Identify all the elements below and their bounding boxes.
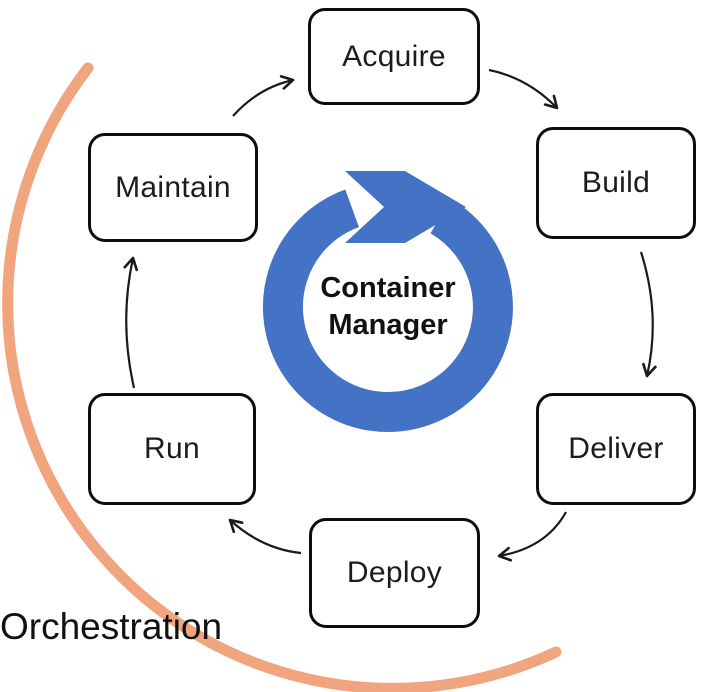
orchestration-arc [2,62,562,692]
node-build-label: Build [581,166,651,199]
center-label-line1: Container [320,272,456,304]
node-run-label: Run [144,432,200,465]
flow-arrow-deliver-deploy [497,511,567,562]
flow-arrow-maintain-acquire [232,75,295,117]
node-maintain-label: Maintain [115,170,231,204]
node-deploy-label: Deploy [346,556,443,589]
cycle-arrowhead-icon [345,171,466,243]
center-label: Container Manager [288,270,488,344]
cycle-ring [262,189,513,432]
flow-arrow-run-maintain [123,256,139,389]
center-label-line2: Manager [328,309,448,342]
node-build: Build [536,127,696,239]
flow-arrow-deploy-run [228,518,302,555]
node-run: Run [88,393,256,505]
node-deploy: Deploy [309,518,480,628]
node-acquire: Acquire [308,8,480,105]
node-acquire-label: Acquire [342,39,446,73]
node-deliver: Deliver [536,393,696,505]
flow-arrow-build-deliver [639,251,657,378]
orchestration-label: Orchestration [0,606,223,647]
node-maintain: Maintain [88,133,258,242]
flow-arrow-acquire-build [488,68,559,110]
node-deliver-label: Deliver [568,432,664,465]
